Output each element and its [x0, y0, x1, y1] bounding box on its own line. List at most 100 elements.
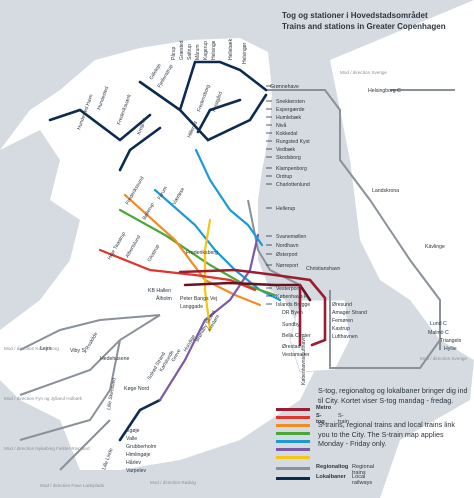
legend-text-en: S-trains, regional trains and local trai…	[318, 420, 456, 449]
station-label: Hellebæk	[228, 38, 234, 60]
station-label: Christianshavn	[306, 266, 340, 272]
direction-label: Mod / direction Fyn og Jylland Holbæk	[4, 396, 83, 401]
station-label: Triangeln	[440, 338, 462, 344]
line-e	[158, 233, 260, 402]
station-label: Østerport	[276, 252, 298, 258]
legend-regional-en: Regional trains	[352, 464, 375, 476]
station-label: Helsinge	[211, 40, 217, 60]
station-label: Frederiksberg	[186, 250, 218, 256]
station-label: Hellerup	[276, 206, 295, 212]
station-label: Københavns Lufthavn	[301, 336, 307, 385]
station-label: Køge Nord	[124, 386, 149, 392]
station-label: Rungsted Kyst	[276, 139, 310, 145]
station-label: Ordrup	[276, 174, 292, 180]
station-label: Hyllie	[444, 346, 457, 352]
station-label: Bella Center	[282, 333, 311, 339]
legend-c-swatch	[276, 424, 310, 427]
station-ticks	[266, 85, 272, 305]
station-label: Snekkersten	[276, 99, 305, 105]
legend-regional-label: Regionaltog	[316, 464, 349, 470]
station-label: Nordhavn	[276, 243, 299, 249]
station-label: Græsted	[179, 40, 185, 60]
station-label: Kävlinge	[425, 244, 445, 250]
legend-local-label: Lokalbaner	[316, 474, 346, 480]
station-label: Nivå	[276, 122, 286, 129]
stog-lines	[98, 148, 282, 402]
zealand-land	[0, 38, 320, 470]
fjord-left	[0, 130, 80, 330]
station-label: Sundby	[282, 322, 300, 328]
station-label: Hedehusene	[100, 356, 130, 362]
legend-f-swatch	[276, 456, 310, 459]
station-label: Langgade	[180, 304, 203, 310]
local-lines	[48, 60, 268, 442]
station-label: Ørestad	[282, 344, 301, 350]
station-label: Islands Brygge	[276, 302, 310, 308]
station-label: Saltrup	[187, 44, 193, 60]
station-label: Egøje	[126, 428, 140, 434]
station-label: Viby Sj.	[70, 348, 88, 354]
direction-label: Mod / direction Faxe Ladeplads	[40, 483, 105, 488]
amager	[289, 299, 351, 373]
station-label: Vedbæk	[276, 147, 295, 153]
station-label: KB Hallen	[148, 288, 171, 294]
station-label: Helsingborg C	[368, 88, 401, 94]
legend-stog-swatch	[276, 416, 310, 419]
legend-e-swatch	[276, 448, 310, 451]
station-label: Lille Skensved	[106, 377, 118, 410]
legend-stog-label: S-tog	[316, 413, 325, 425]
station-label: Mårum	[194, 44, 201, 60]
station-label: Humlebæk	[276, 115, 301, 121]
station-label: Svanemøllen	[276, 234, 306, 240]
legend-b-swatch	[276, 432, 310, 435]
station-label: Nørreport	[276, 263, 299, 269]
legend-metro-swatch	[276, 408, 310, 411]
direction-label: Mod / direction Nykøbing Falster Ringste…	[4, 446, 90, 451]
station-label: Lund C	[430, 321, 447, 327]
line-b	[118, 208, 277, 297]
station-label: København H	[276, 294, 308, 300]
station-label: Hårlev	[126, 459, 141, 466]
station-label: Ålholm	[156, 295, 172, 302]
station-label: Kagerup	[203, 41, 209, 60]
title-da: Tog og stationer i Hovedstadsområdet	[282, 11, 428, 20]
station-label: Lufthavnen	[332, 334, 358, 340]
station-label: Charlottenlund	[276, 182, 310, 188]
legend-regional-swatch	[276, 467, 310, 470]
legend-metro-label: Metro	[316, 405, 332, 411]
station-label: Femøren	[332, 318, 353, 324]
direction-label: Mod / direction Rødvig	[150, 480, 196, 485]
station-label: Vesterport	[276, 286, 300, 292]
legend-text-da: S-tog, regionaltog og lokalbaner bringer…	[318, 386, 468, 405]
title-en: Trains and stations in Greater Copenhage…	[282, 22, 446, 31]
station-label: Valle	[126, 436, 137, 442]
legend-stog-en: S-train	[338, 413, 349, 425]
station-label: Klampenborg	[276, 166, 307, 172]
station-label: DR Byen	[282, 310, 303, 316]
direction-label: Mod / direction Sverige	[340, 70, 387, 75]
station-label: Varpelev	[126, 468, 146, 474]
station-label: Espergærde	[276, 107, 305, 113]
station-label: Peter Bangs Vej	[180, 296, 217, 302]
station-label: Himlingøje	[126, 452, 151, 458]
direction-label: Mod / direction Kalundborg	[4, 346, 59, 351]
metro-lines	[178, 268, 327, 347]
line-bx	[194, 148, 264, 247]
station-label: Grønnehave	[270, 84, 299, 90]
legend-local-en: Local railways	[352, 474, 373, 486]
legend-a-swatch	[276, 440, 310, 443]
regional-lines	[19, 89, 455, 471]
station-label: Kregme	[136, 117, 148, 136]
station-label: Kokkedal	[276, 131, 297, 137]
station-label: Vestamager	[282, 352, 310, 358]
legend-local-swatch	[276, 477, 310, 480]
station-label: Amager Strand	[332, 310, 367, 316]
station-label: Landskrona	[372, 188, 399, 194]
station-label: Skodsborg	[276, 155, 301, 161]
station-label: Helsingør	[242, 42, 248, 64]
station-label: Pårup	[170, 46, 177, 60]
direction-label: Mod / direction Sverige	[420, 356, 467, 361]
station-label: Lejre	[40, 346, 52, 352]
station-label: Grubberholm	[126, 444, 156, 450]
